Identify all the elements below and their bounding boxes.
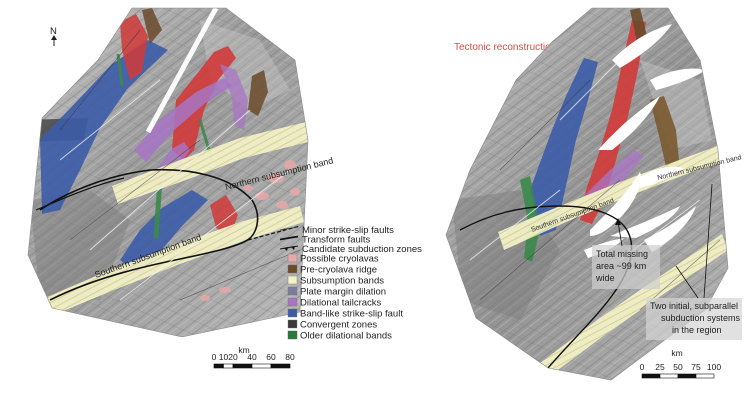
southern-subsumption-band bbox=[40, 206, 304, 318]
scale-tick-label: 0 bbox=[640, 362, 645, 372]
legend-swatch bbox=[287, 286, 298, 296]
right-map-title: Tectonic reconstruction bbox=[454, 42, 556, 53]
legend-swatch bbox=[287, 308, 298, 318]
legend-swatch bbox=[287, 253, 298, 263]
right-transform-fault bbox=[459, 205, 633, 369]
scale-tick-label: 10 bbox=[219, 352, 229, 362]
scale-segment bbox=[232, 363, 253, 369]
legend-line-label: Minor strike-slip faults bbox=[302, 225, 394, 236]
legend-swatch-item: Possible cryolavas bbox=[287, 253, 379, 265]
right-map: Tectonic reconstruction bbox=[445, 7, 742, 381]
right-scale-bar: km 0 25 50 75 100 bbox=[640, 348, 721, 379]
band-swatch bbox=[287, 330, 298, 340]
missing-area-line-3: wide bbox=[595, 273, 615, 283]
legend-swatch-item: Dilational tailcracks bbox=[287, 297, 382, 309]
scale-tick-label: 20 bbox=[228, 352, 238, 362]
blue-band-north bbox=[40, 40, 168, 214]
white-streak bbox=[145, 8, 219, 134]
legend-line-label: Candidate subduction zones bbox=[302, 244, 422, 255]
legend-line-item: Minor strike-slip faults bbox=[279, 225, 394, 236]
legend-swatch-item: Pre-cryolava ridge bbox=[287, 264, 377, 276]
right-brown-ridge bbox=[650, 96, 680, 176]
blue-band-south bbox=[120, 190, 208, 276]
purple-tailcrack bbox=[134, 78, 232, 162]
missing-area-wedges bbox=[584, 24, 706, 258]
barbed-line-icon bbox=[279, 245, 299, 250]
scale-tick-label: 40 bbox=[247, 352, 257, 362]
scale-segment bbox=[659, 373, 679, 379]
scale-segment bbox=[641, 373, 661, 379]
transform-fault-icon bbox=[279, 235, 299, 241]
legend-swatch-label: Pre-cryolava ridge bbox=[300, 265, 377, 276]
legend-swatch bbox=[287, 319, 298, 329]
legend-swatch-label: Subsumption bands bbox=[300, 276, 384, 287]
legend-swatch-label: Convergent zones bbox=[300, 320, 377, 331]
legend-line-item: Candidate subduction zones bbox=[279, 244, 422, 255]
subduction-annotation: Two initial, subparallel subduction syst… bbox=[646, 183, 742, 340]
legend-line-item: Transform faults bbox=[279, 235, 371, 246]
scale-segment bbox=[270, 363, 291, 369]
scale-segment bbox=[213, 363, 224, 369]
scale-tick-label: 75 bbox=[691, 362, 701, 372]
scale-tick-label: 25 bbox=[655, 362, 665, 372]
legend-swatch-label: Possible cryolavas bbox=[300, 254, 379, 265]
scale-tick-label: 50 bbox=[673, 362, 683, 372]
legend-swatch-label: Dilational tailcracks bbox=[300, 298, 382, 309]
legend-swatch-item: Band-like strike-slip fault bbox=[287, 308, 403, 320]
north-label: N bbox=[50, 26, 57, 37]
scale-tick-label: 0 bbox=[212, 352, 217, 362]
subduction-line-1: Two initial, subparallel bbox=[650, 301, 738, 311]
missing-area-annotation: Total missing area ~99 km wide bbox=[592, 218, 660, 289]
scale-segment bbox=[251, 363, 272, 369]
minor-fault-icon bbox=[279, 226, 299, 231]
legend-line-label: Transform faults bbox=[302, 235, 371, 246]
right-scale-unit: km bbox=[671, 348, 682, 358]
legend-swatch-item: Plate margin dilation bbox=[287, 286, 386, 298]
left-map: N bbox=[27, 7, 334, 338]
scale-segment bbox=[223, 363, 234, 369]
legend-swatch bbox=[287, 275, 298, 285]
legend-swatch-item: Subsumption bands bbox=[287, 275, 384, 287]
missing-area-line-1: Total missing bbox=[596, 249, 648, 259]
missing-area-line-2: area ~99 km bbox=[596, 261, 646, 271]
scale-tick-label: 100 bbox=[707, 362, 721, 372]
right-blue-band bbox=[530, 58, 598, 236]
legend-swatch-label: Older dilational bands bbox=[300, 331, 392, 342]
subduction-line-2: subduction systems bbox=[661, 313, 741, 323]
legend-swatch bbox=[287, 264, 298, 274]
legend-swatch-item: Convergent zones bbox=[287, 319, 377, 331]
left-scale-unit: km bbox=[238, 345, 249, 355]
legend-swatch bbox=[287, 297, 298, 307]
transform-fault-loop bbox=[39, 168, 259, 301]
north-arrow: N bbox=[50, 26, 57, 46]
scale-segment bbox=[695, 373, 715, 379]
scale-segment bbox=[677, 373, 697, 379]
right-southern-subsumption-band bbox=[520, 234, 728, 380]
legend-swatch-label: Plate margin dilation bbox=[300, 287, 386, 298]
right-red-band bbox=[580, 20, 646, 224]
scale-tick-label: 80 bbox=[285, 352, 295, 362]
northern-subsumption-band bbox=[112, 122, 308, 204]
legend-swatch-item: Older dilational bands bbox=[287, 330, 392, 342]
scale-tick-label: 60 bbox=[266, 352, 276, 362]
legend-swatch-label: Band-like strike-slip fault bbox=[300, 309, 403, 320]
brown-ridge bbox=[248, 70, 268, 116]
subduction-line-3: in the region bbox=[672, 325, 722, 335]
